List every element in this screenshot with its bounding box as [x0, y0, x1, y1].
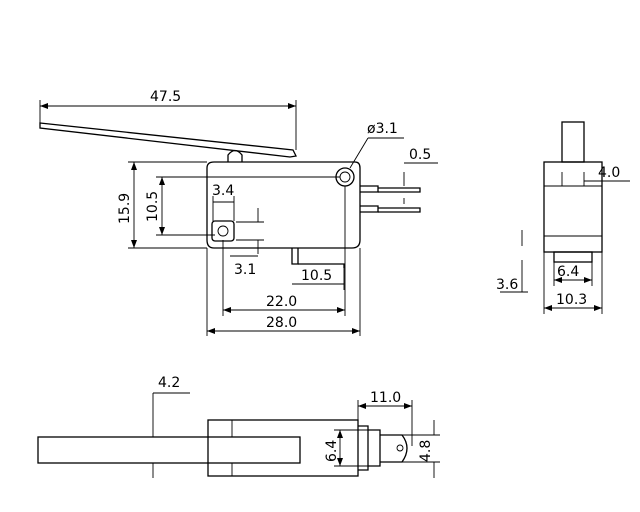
dim-side-inner-width: 6.4	[557, 264, 579, 280]
dim-hole-diameter: ø3.1	[367, 121, 398, 137]
terminal-no	[360, 205, 379, 213]
dim-lever-width: 4.2	[158, 375, 180, 391]
dim-terminal-offset: 10.5	[301, 268, 332, 284]
actuator-button	[227, 149, 243, 162]
side-view: 4.0 3.6 6.4 10.3	[496, 121, 630, 314]
dim-body-height: 15.9	[117, 193, 133, 224]
dim-side-width: 10.3	[556, 292, 587, 308]
top-view: 4.2 11.0 6.4 4.8	[37, 375, 440, 478]
mounting-hole-bottom	[211, 220, 235, 242]
dim-terminal-thickness: 0.5	[409, 147, 431, 163]
dim-terminal-length: 11.0	[370, 390, 401, 406]
body-side	[543, 161, 603, 253]
dim-side-offset: 3.6	[496, 277, 518, 293]
dim-terminal-tab-width: 4.8	[418, 440, 434, 462]
terminal-common	[360, 185, 379, 193]
actuator-side	[561, 121, 585, 163]
terminal-nc	[291, 248, 299, 265]
terminal-side	[553, 251, 593, 263]
switch-body	[206, 161, 361, 249]
dim-hole-offset-x: 3.4	[212, 183, 234, 199]
dim-body-length: 28.0	[266, 315, 297, 331]
dim-terminal-height: 6.4	[324, 440, 340, 462]
lever-arm	[39, 122, 297, 158]
dim-hole-vertical-spacing: 10.5	[145, 191, 161, 222]
dim-lever-length: 47.5	[150, 89, 181, 105]
body-top	[207, 419, 359, 477]
front-view: 47.5 ø3.1 0.5 15.9 10.5 3.4 3.1	[39, 89, 438, 336]
dim-hole-spacing: 22.0	[266, 294, 297, 310]
dim-side-top-width: 4.0	[598, 165, 620, 181]
dim-hole-offset-y: 3.1	[234, 262, 256, 278]
lever-top	[37, 436, 301, 464]
